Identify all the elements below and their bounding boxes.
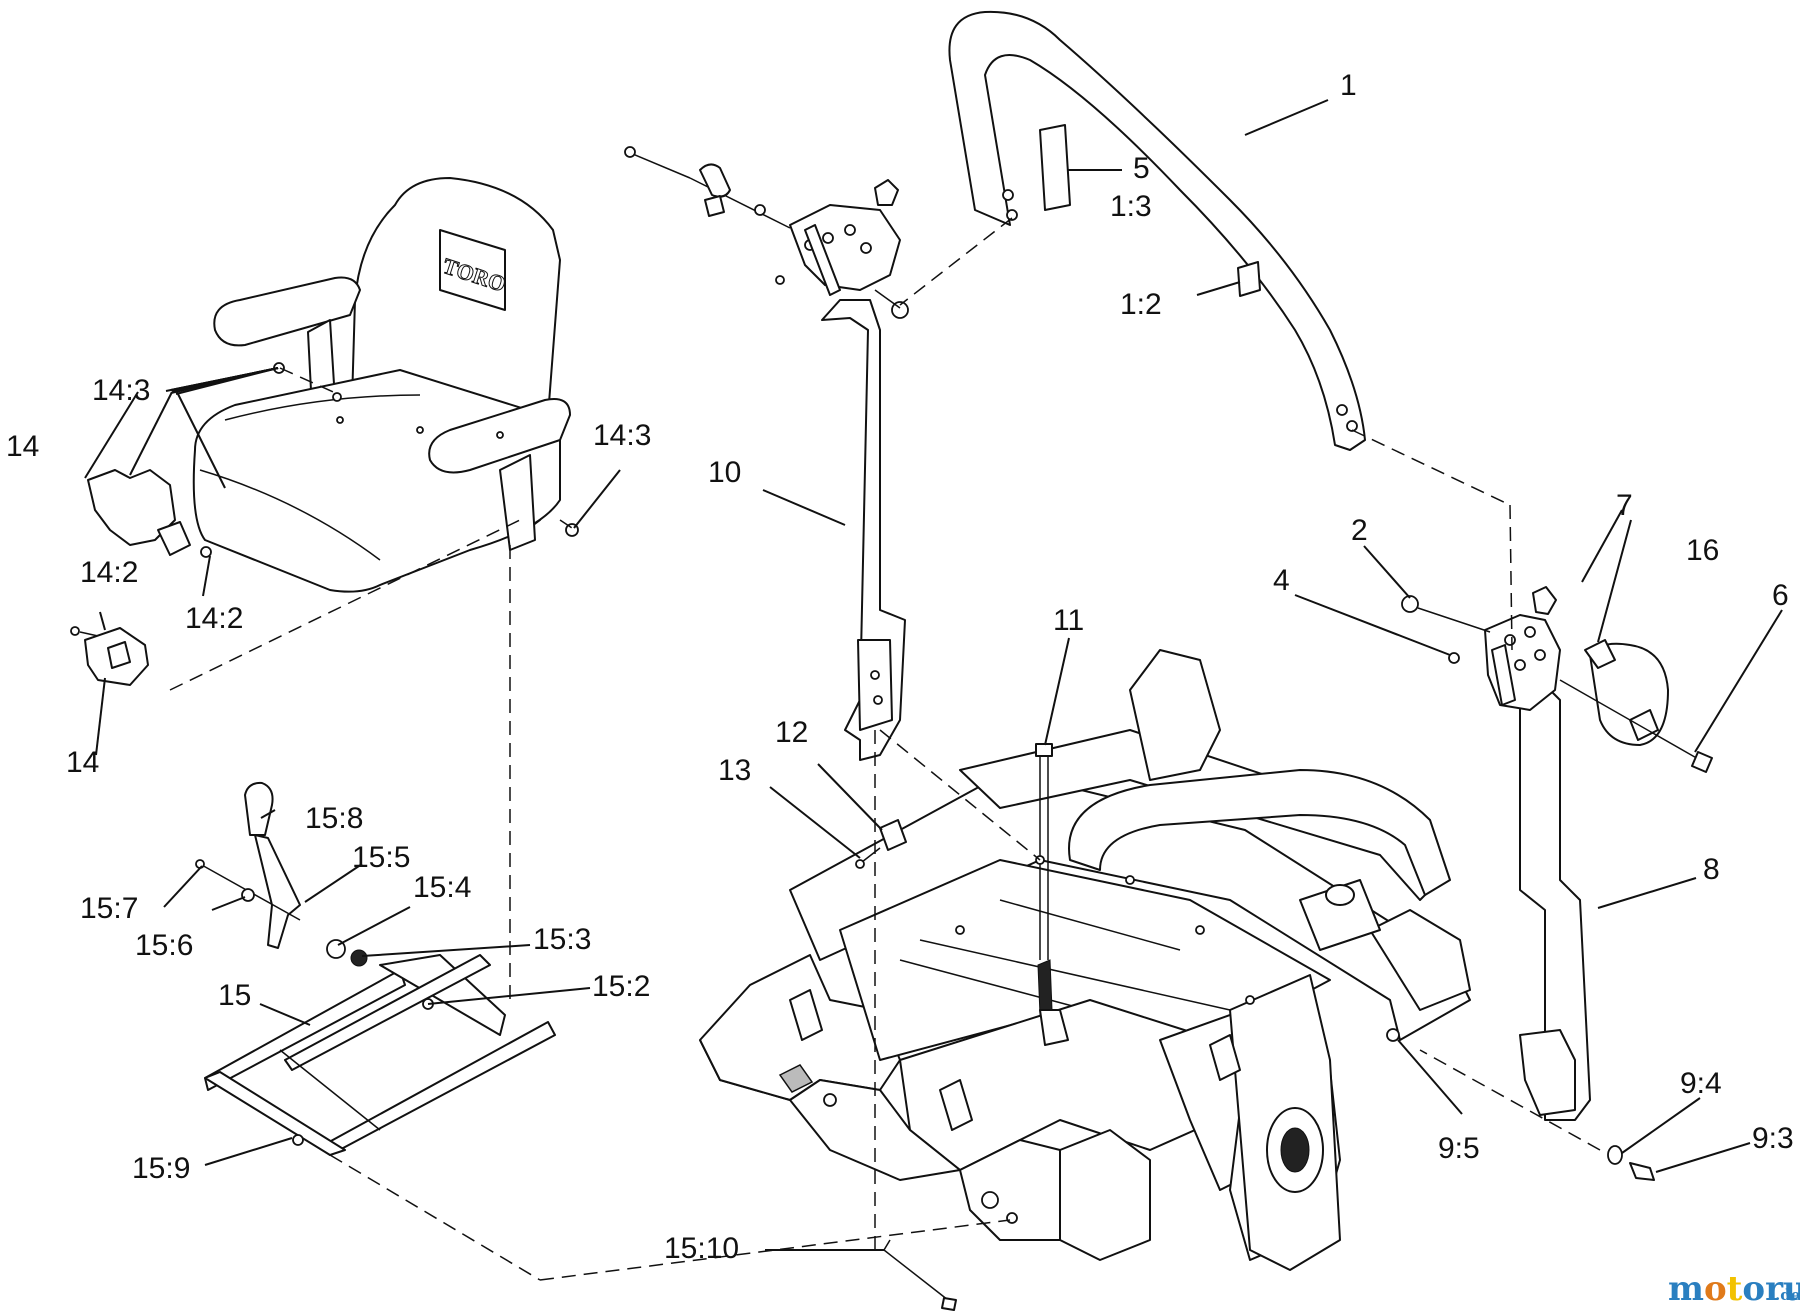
lever-knob: [244, 781, 274, 836]
decal-1-3: [1039, 124, 1071, 211]
callout-11: 11: [1053, 604, 1084, 637]
watermark-rest: oruf: [1742, 1269, 1800, 1309]
callout-6: 6: [1772, 579, 1789, 612]
callout-15-10: 15:10: [664, 1232, 739, 1265]
svg-text:motoruf: motoruf: [1668, 1269, 1800, 1309]
callout-15-3: 15:3: [533, 923, 591, 956]
callout-12: 12: [775, 716, 808, 749]
callout-15-6: 15:6: [135, 929, 193, 962]
callout-16: 16: [1686, 534, 1719, 567]
callout-2: 2: [1351, 514, 1368, 547]
callout-15: 15: [218, 979, 251, 1012]
callout-14-2-upper: 14:2: [80, 556, 138, 589]
watermark-t: t: [1727, 1269, 1743, 1309]
callout-14-lower: 14: [66, 746, 99, 779]
watermark-o: o: [1704, 1269, 1727, 1309]
watermark-logo: motoruf .de: [1668, 1269, 1800, 1309]
leader-lines: [84, 99, 1783, 1251]
pivot-hardware-left: [624, 146, 909, 319]
callout-15-5: 15:5: [352, 841, 410, 874]
callout-1: 1: [1340, 69, 1357, 102]
pivot-hardware-right: [1401, 586, 1713, 773]
seat-switch-upper: [87, 469, 176, 546]
seat-logo-plate: [439, 229, 506, 311]
callout-8: 8: [1703, 853, 1720, 886]
callout-labels: 1 5 1:3 1:2 2 4 7 16 6 8 10 11 12 13 14:…: [6, 69, 1794, 1265]
callout-9-3: 9:3: [1752, 1122, 1794, 1155]
decal-1-2: [1237, 261, 1261, 297]
callout-9-4: 9:4: [1680, 1067, 1722, 1100]
callout-4: 4: [1273, 564, 1290, 597]
seat-assembly: TORO: [70, 177, 579, 686]
callout-14-upper: 14: [6, 430, 39, 463]
callout-14-3-left: 14:3: [92, 374, 150, 407]
callout-9-5: 9:5: [1438, 1132, 1480, 1165]
bumper-knob-top: [874, 179, 899, 206]
callout-10: 10: [708, 456, 741, 489]
callout-14-2-lower: 14:2: [185, 602, 243, 635]
callout-15-2: 15:2: [592, 970, 650, 1003]
callout-15-4: 15:4: [413, 871, 471, 904]
callout-13: 13: [718, 754, 751, 787]
roll-bar-upper: [948, 10, 1366, 451]
callout-15-9: 15:9: [132, 1152, 190, 1185]
rops-upright-right: [1484, 614, 1591, 1121]
callout-1-3: 1:3: [1110, 190, 1152, 223]
rops-upright-left: [789, 204, 906, 761]
main-frame: [699, 649, 1655, 1311]
callout-15-7: 15:7: [80, 892, 138, 925]
callout-1-2: 1:2: [1120, 288, 1162, 321]
callout-5: 5: [1133, 152, 1150, 185]
callout-7: 7: [1616, 489, 1633, 522]
callout-14-3-right: 14:3: [593, 419, 651, 452]
watermark-suffix: .de: [1775, 1286, 1800, 1304]
seat-adjust-assembly: [195, 781, 556, 1156]
callout-15-8: 15:8: [305, 802, 363, 835]
watermark-m: m: [1668, 1269, 1704, 1309]
assembly-lines: [169, 217, 1601, 1281]
